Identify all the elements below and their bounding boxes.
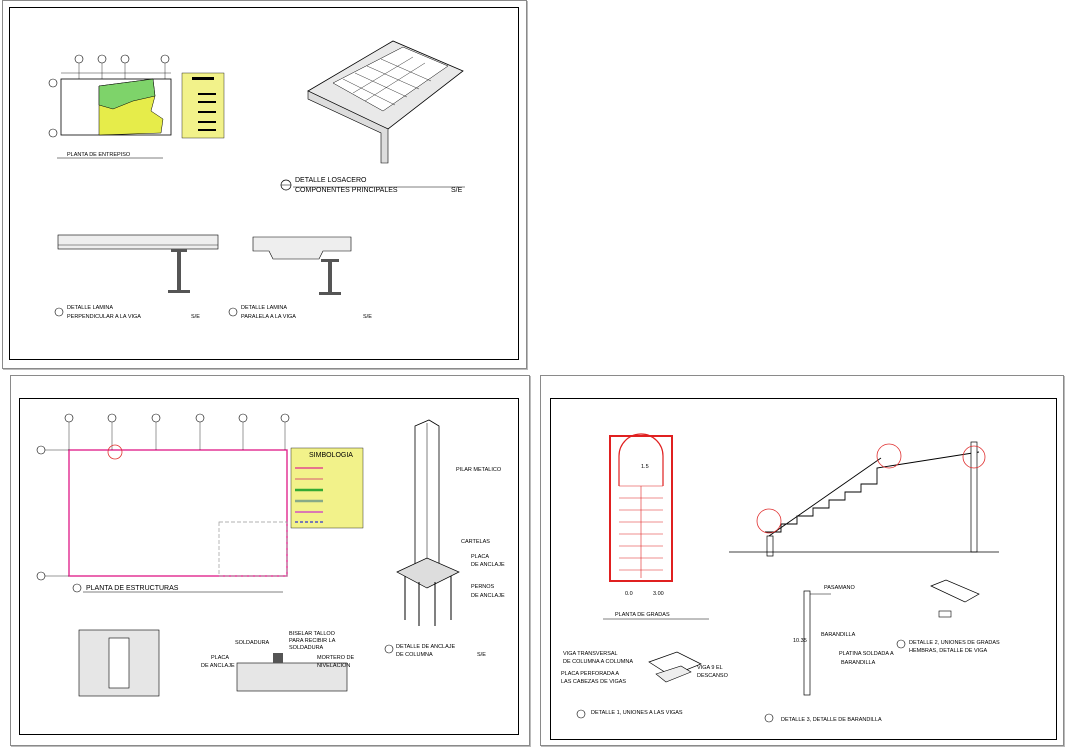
planta-entrepiso-label: PLANTA DE ENTREPISO bbox=[67, 152, 131, 158]
detalle-barandilla: PASAMANO BARANDILLA 10.35 PLATINA SOLDAD… bbox=[764, 585, 894, 723]
pasamano-label: PASAMANO bbox=[824, 585, 855, 591]
lamina-1-scale: S/E bbox=[191, 314, 200, 320]
sheet-entrepiso: PLANTA DE ENTREPISO DETALLE LOSACERO COM… bbox=[2, 0, 527, 369]
viga-descanso-b: DESCANSO bbox=[697, 673, 729, 679]
planta-estructuras-label: PLANTA DE ESTRUCTURAS bbox=[86, 585, 179, 592]
detalle-lamina-2b: PARALELA A LA VIGA bbox=[241, 314, 296, 320]
detalle-lamina-1b: PERPENDICULAR A LA VIGA bbox=[67, 314, 141, 320]
biselar-b: PARA RECIBIR LA bbox=[289, 638, 336, 644]
pilar-metalico-label: PILAR METALICO bbox=[456, 467, 502, 473]
sheet-gradas-frame bbox=[550, 398, 1057, 740]
simbologia-title: SIMBOLOGIA bbox=[309, 452, 353, 459]
anclaje-scale: S/E bbox=[477, 652, 486, 658]
placa-anclaje-a: PLACA bbox=[471, 554, 489, 560]
cartelas-label: CARTELAS bbox=[461, 539, 490, 545]
detalle2-b: HEMBRAS, DETALLE DE VIGA bbox=[909, 648, 987, 654]
platina-a: PLATINA SOLDADA A bbox=[839, 651, 894, 657]
barandilla-label: BARANDILLA bbox=[821, 632, 856, 638]
section-lamina-perpendicular: DETALLE LAMINA PERPENDICULAR A LA VIGA S… bbox=[54, 234, 219, 320]
detalle2-a: DETALLE 2, UNIONES DE GRADAS bbox=[909, 640, 1000, 646]
detalle-lamina-1a: DETALLE LAMINA bbox=[67, 305, 113, 311]
placa-b: DE ANCLAJE bbox=[201, 663, 235, 669]
sheet-entrepiso-drawing: PLANTA DE ENTREPISO DETALLE LOSACERO COM… bbox=[48, 40, 465, 320]
placa-perforada-a: PLACA PERFORADA A bbox=[561, 671, 619, 677]
floor-plan-entrepiso: PLANTA DE ENTREPISO bbox=[48, 54, 225, 159]
cimentacion-details: SOLDADURA BISELAR TALLOO PARA RECIBIR LA… bbox=[78, 629, 355, 697]
losacero-isometric: DETALLE LOSACERO COMPONENTES PRINCIPALES… bbox=[280, 40, 465, 194]
nivel-2: 3.00 bbox=[653, 591, 664, 597]
detalle1-label: DETALLE 1, UNIONES A LAS VIGAS bbox=[591, 710, 683, 716]
platina-b: BARANDILLA bbox=[841, 660, 876, 666]
sheet-estructuras-drawing: SIMBOLOGIA PLANTA DE ESTRUCTURAS PILAR M… bbox=[36, 413, 505, 697]
pernos-a: PERNOS bbox=[471, 584, 495, 590]
biselar-c: SOLDADURA bbox=[289, 645, 324, 651]
detalle-anclaje-b: DE COLUMNA bbox=[396, 652, 433, 658]
dim-15: 1.5 bbox=[641, 464, 649, 470]
corte-gradas bbox=[729, 441, 999, 557]
componentes-label: COMPONENTES PRINCIPALES bbox=[295, 187, 398, 194]
pilar-anclaje: PILAR METALICO CARTELAS PLACA DE ANCLAJE… bbox=[384, 419, 505, 658]
viga-transversal-b: DE COLUMNA A COLUMNA bbox=[563, 659, 633, 665]
nivel-1: 0.0 bbox=[625, 591, 633, 597]
detalle-losacero-label: DETALLE LOSACERO bbox=[295, 177, 367, 184]
detalle-gradas-hembras: DETALLE 2, UNIONES DE GRADAS HEMBRAS, DE… bbox=[896, 579, 1000, 654]
pernos-b: DE ANCLAJE bbox=[471, 593, 505, 599]
detalle-anclaje-a: DETALLE DE ANCLAJE bbox=[396, 644, 456, 650]
lamina-2-scale: S/E bbox=[363, 314, 372, 320]
placa-perforada-b: LAS CABEZAS DE VIGAS bbox=[561, 679, 626, 685]
biselar-a: BISELAR TALLOO bbox=[289, 631, 336, 637]
sheet-entrepiso-frame bbox=[9, 7, 519, 360]
mortero-b: NIVELACION bbox=[317, 663, 350, 669]
soldadura-label: SOLDADURA bbox=[235, 640, 270, 646]
sheet-estructuras: SIMBOLOGIA PLANTA DE ESTRUCTURAS PILAR M… bbox=[10, 375, 530, 746]
sheet-gradas-drawing: 1.5 0.0 3.00 PLANTA DE GRADAS PASAMANO B… bbox=[561, 433, 1000, 723]
detalle-lamina-2a: DETALLE LAMINA bbox=[241, 305, 287, 311]
detalle-uniones: VIGA TRANSVERSAL DE COLUMNA A COLUMNA PL… bbox=[561, 651, 729, 719]
placa-a: PLACA bbox=[211, 655, 229, 661]
viga-descanso-a: VIGA 9 EL bbox=[697, 665, 723, 671]
sheet-estructuras-frame bbox=[19, 398, 519, 735]
losacero-scale-label: S/E bbox=[451, 187, 463, 194]
section-lamina-paralela: DETALLE LAMINA PARALELA A LA VIGA S/E bbox=[228, 236, 372, 320]
planta-gradas-label: PLANTA DE GRADAS bbox=[615, 612, 670, 618]
planta-estructuras: SIMBOLOGIA PLANTA DE ESTRUCTURAS bbox=[36, 413, 364, 593]
placa-anclaje-b: DE ANCLAJE bbox=[471, 562, 505, 568]
mortero-a: MORTERO DE bbox=[317, 655, 355, 661]
planta-gradas: 1.5 0.0 3.00 PLANTA DE GRADAS bbox=[603, 433, 709, 620]
detalle3-label: DETALLE 3, DETALLE DE BARANDILLA bbox=[781, 717, 882, 723]
altura-label: 10.35 bbox=[793, 638, 807, 644]
viga-transversal-a: VIGA TRANSVERSAL bbox=[563, 651, 618, 657]
sheet-gradas: 1.5 0.0 3.00 PLANTA DE GRADAS PASAMANO B… bbox=[540, 375, 1064, 746]
